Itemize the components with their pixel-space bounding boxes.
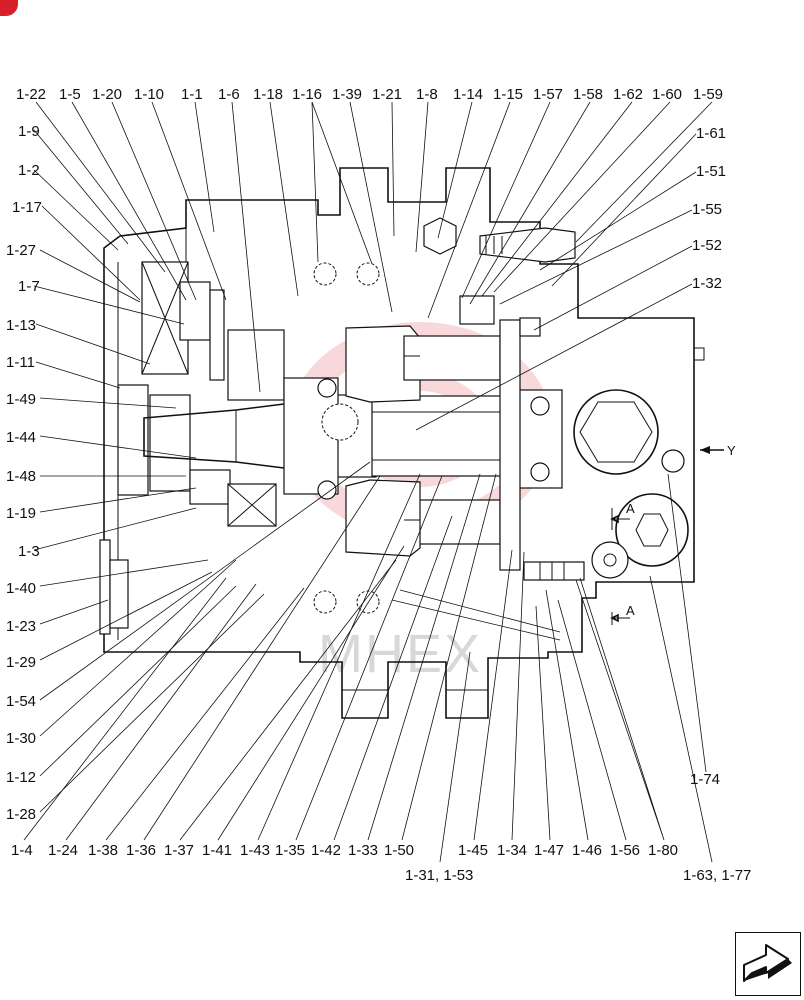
callout-label: 1-23 [6,618,36,635]
callout-label: 1-60 [652,86,682,103]
next-page-button[interactable] [735,932,801,996]
next-page-arrow-icon [743,944,792,982]
callout-label: 1-4 [11,842,33,859]
callout-label: 1-11 [6,354,35,371]
callout-label: 1-55 [692,201,722,218]
callout-label: 1-37 [164,842,194,859]
callouts-bottom: 1-4 1-24 1-38 1-36 1-37 1-41 1-43 1-35 1… [11,771,751,884]
callout-label: 1-29 [6,654,36,671]
callout-label: 1-14 [453,86,483,103]
callout-label: 1-22 [16,86,46,103]
callout-label: 1-59 [693,86,723,103]
callout-label: 1-51 [696,163,726,180]
callout-label: 1-33 [348,842,378,859]
callout-label: 1-35 [275,842,305,859]
port-plugs [523,389,689,581]
callout-label: 1-39 [332,86,362,103]
callout-label: 1-41 [202,842,232,859]
callouts-right: 1-61 1-51 1-55 1-52 1-32 [692,125,726,292]
callout-label: 1-80 [648,842,678,859]
view-y-label: Y [727,443,736,458]
page-badge-icon [0,0,18,16]
callout-label: 1-63, 1-77 [683,867,751,884]
callout-label: 1-6 [218,86,240,103]
callout-label: 1-52 [692,237,722,254]
callout-label: 1-44 [6,429,36,446]
callout-label: 1-54 [6,693,36,710]
callout-label: 1-27 [6,242,36,259]
callout-label: 1-56 [610,842,640,859]
section-a-markers [610,508,630,625]
callout-label: 1-21 [372,86,402,103]
callout-label: 1-3 [18,543,40,560]
callout-label: 1-28 [6,806,36,823]
view-y-arrow-icon [700,446,724,454]
watermark-text: MHEX [318,624,482,684]
section-a-label-top: A [626,501,635,516]
leader-lines [23,101,713,863]
callout-label: 1-17 [12,199,42,216]
callout-label: 1-36 [126,842,156,859]
callout-label: 1-10 [134,86,164,103]
callout-label: 1-46 [572,842,602,859]
bearing-set [283,262,563,614]
callout-label: 1-48 [6,468,36,485]
callout-label: 1-18 [253,86,283,103]
callout-label: 1-61 [696,125,726,142]
callout-label: 1-15 [493,86,523,103]
callout-label: 1-20 [92,86,122,103]
callout-label: 1-34 [497,842,527,859]
callouts-top: 1-22 1-5 1-20 1-10 1-1 1-6 1-18 1-16 1-3… [16,86,723,103]
callout-label: 1-24 [48,842,78,859]
callout-label: 1-30 [6,730,36,747]
callout-label: 1-8 [416,86,438,103]
callout-label: 1-1 [181,86,203,103]
callout-label: 1-5 [59,86,81,103]
callout-label: 1-50 [384,842,414,859]
callout-label: 1-38 [88,842,118,859]
callout-label: 1-57 [533,86,563,103]
callout-label: 1-58 [573,86,603,103]
callout-label: 1-7 [18,278,40,295]
callout-label: 1-16 [292,86,322,103]
callout-label: 1-40 [6,580,36,597]
callout-label: 1-42 [311,842,341,859]
callout-label: 1-19 [6,505,36,522]
callout-label: 1-9 [18,123,40,140]
callout-label: 1-32 [692,275,722,292]
callout-label: 1-13 [6,317,36,334]
callout-label: 1-49 [6,391,36,408]
valve-plate [423,217,576,337]
callouts-left: 1-9 1-2 1-17 1-27 1-7 1-13 1-11 1-49 1-4… [6,123,42,823]
callout-label: 1-62 [613,86,643,103]
section-a-label-bottom: A [626,603,635,618]
callout-label: 1-43 [240,842,270,859]
callout-label: 1-12 [6,769,36,786]
brake-assembly [99,261,285,635]
callout-label: 1-31, 1-53 [405,867,473,884]
callout-label: 1-74 [690,771,720,788]
callout-label: 1-45 [458,842,488,859]
callout-label: 1-2 [18,162,40,179]
callout-label: 1-47 [534,842,564,859]
